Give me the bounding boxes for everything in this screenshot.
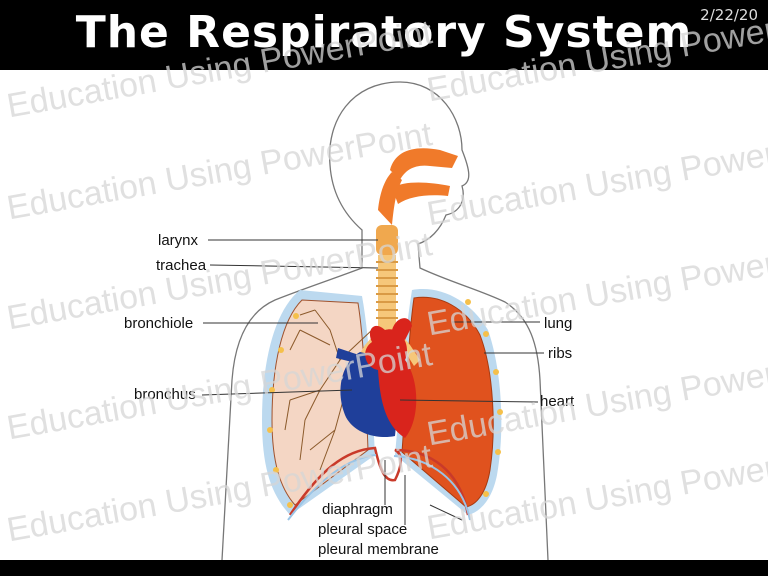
label-lung: lung [544, 315, 572, 332]
title-bar [0, 0, 768, 70]
label-bronchiole: bronchiole [124, 315, 193, 332]
pulmonary-vein [336, 348, 362, 364]
label-ribs: ribs [548, 345, 572, 362]
label-pleural-space: pleural space [318, 521, 407, 538]
slide-date: 2/22/20 [700, 6, 758, 24]
label-larynx: larynx [158, 232, 199, 249]
label-pleural-membrane: pleural membrane [318, 541, 439, 558]
diaphragm-shape [288, 446, 470, 516]
pharynx [378, 172, 402, 225]
heart-red [365, 325, 417, 438]
trachea-rings [376, 261, 398, 319]
larynx-shape [376, 225, 398, 255]
bronchial-tree [284, 309, 373, 471]
trachea-shape [378, 255, 396, 330]
label-bronchus: bronchus [134, 386, 196, 403]
label-diaphragm: diaphragm [322, 501, 393, 518]
pleural-membrane-line [287, 454, 471, 521]
bottom-bar [0, 560, 768, 576]
aorta [392, 318, 412, 340]
leader-lines [201, 239, 544, 525]
respiratory-diagram: larynx trachea bronchiole bronchus lung … [124, 81, 575, 560]
rib-markers [267, 299, 503, 508]
label-heart: heart [540, 393, 575, 410]
nasal-cavity [390, 148, 458, 204]
label-trachea: trachea [156, 257, 207, 274]
slide-title: The Respiratory System [75, 7, 693, 58]
